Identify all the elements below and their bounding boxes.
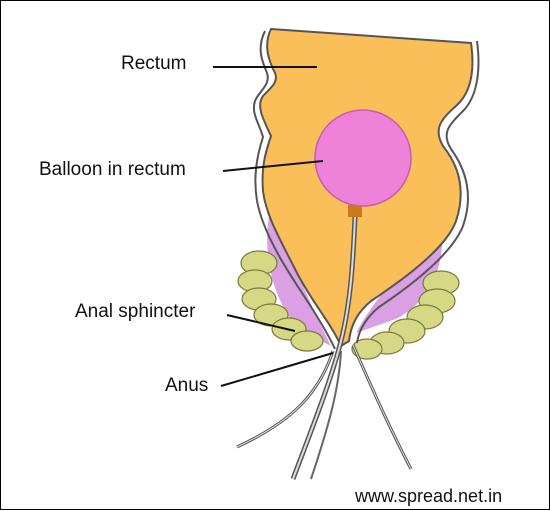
- watermark: www.spread.net.in: [355, 485, 502, 507]
- balloon: [315, 110, 411, 206]
- leader-line-anus: [221, 353, 333, 386]
- label-balloon-in-rectum: Balloon in rectum: [39, 159, 186, 181]
- label-anal-sphincter: Anal sphincter: [75, 301, 195, 323]
- label-anus: Anus: [165, 375, 208, 397]
- balloon-connector: [348, 205, 362, 217]
- anus-skin-left-inner: [237, 351, 333, 447]
- label-rectum: Rectum: [121, 53, 186, 75]
- anus-skin-left: [237, 351, 333, 447]
